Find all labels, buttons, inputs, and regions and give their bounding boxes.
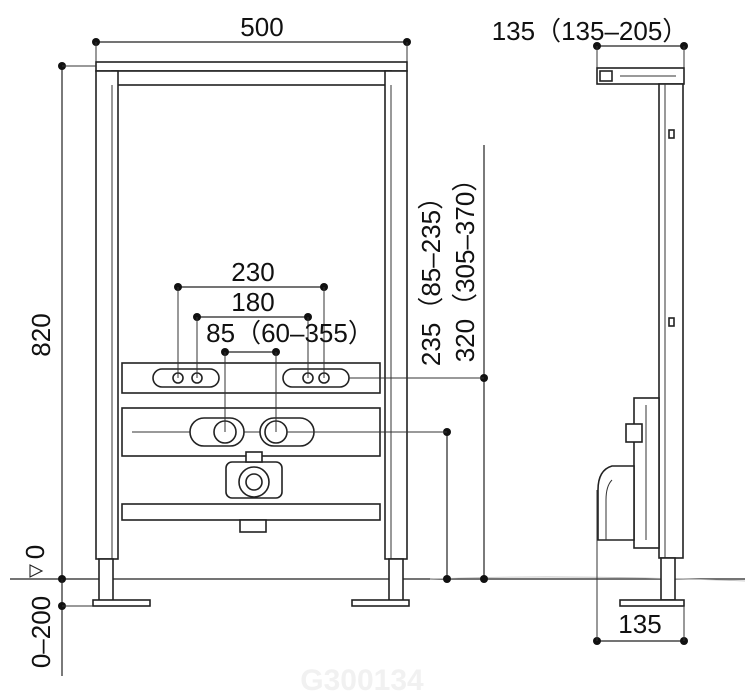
waste-bend-inner	[605, 479, 613, 540]
waste-outlet-inner	[245, 473, 263, 491]
front-view: 500	[20, 12, 488, 676]
right-foot	[351, 599, 410, 607]
right-post	[384, 70, 408, 560]
dim-dot	[480, 575, 488, 583]
side-foot	[619, 599, 685, 607]
side-leg	[660, 557, 676, 601]
left-post	[95, 70, 119, 560]
dim-label-230: 230	[231, 257, 274, 287]
profile-hole	[668, 129, 675, 139]
right-bracket-slot	[282, 368, 350, 388]
wall-bracket-clip	[599, 70, 613, 82]
dim-label-820: 820	[26, 313, 56, 356]
side-valve	[625, 423, 643, 443]
watermark: G300134	[300, 664, 424, 694]
profile-hole	[668, 317, 675, 327]
top-rail-inner	[111, 70, 392, 86]
waste-bend	[597, 465, 635, 541]
dim-label-135-top: 135（135–205）	[492, 16, 689, 46]
floor-level-triangle	[29, 564, 44, 578]
dim-label-135-bottom: 135	[618, 609, 661, 639]
floor-zero-label: 0	[20, 545, 50, 559]
left-foot	[92, 599, 151, 607]
dim-label-85: 85（60–355）	[206, 318, 374, 348]
dim-label-180: 180	[231, 287, 274, 317]
left-bracket-slot	[152, 368, 220, 388]
lower-tab	[239, 519, 267, 533]
right-leg	[388, 558, 404, 602]
waste-pipe-top	[245, 451, 263, 463]
side-view: 135（135–205） 135	[492, 16, 689, 645]
lower-crossbar	[121, 503, 381, 521]
floor-hatch	[429, 576, 746, 582]
top-rail	[95, 61, 408, 72]
dim-label-500: 500	[240, 12, 283, 42]
dim-label-0-200: 0–200	[26, 596, 56, 668]
dim-label-320: 320（305–370）	[450, 166, 480, 363]
left-leg	[98, 558, 114, 602]
dim-dot	[443, 575, 451, 583]
dim-label-235: 235（85–235）	[416, 184, 446, 366]
